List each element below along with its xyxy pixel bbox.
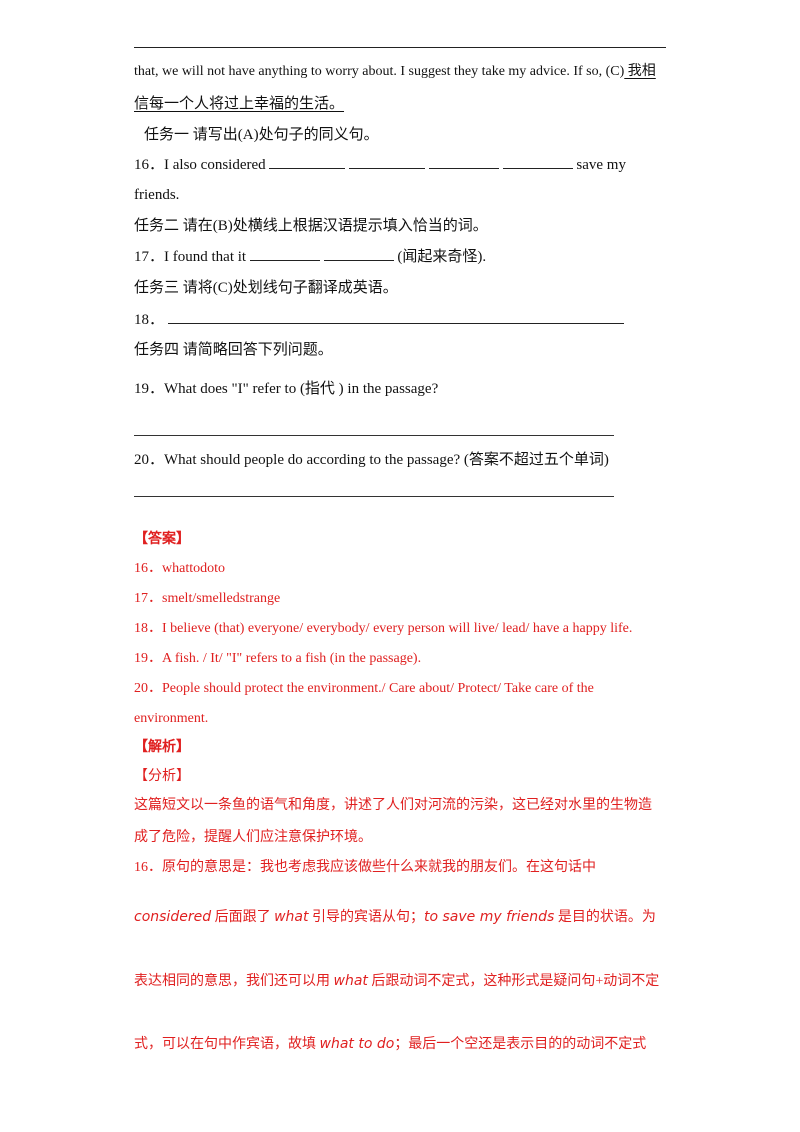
analysis-summary-2: 成了危险，提醒人们应注意保护环境。 [134,830,372,845]
analysis-text: 表达相同的意思，我们还可以用 [134,974,334,989]
underlined-sentence-c-cont: 信每一个人将过上幸福的生活。 [134,96,345,112]
answer-19: 19．A fish. / It/ "I" refers to a fish (i… [134,651,422,666]
answer-16: 16．whattodoto [134,561,225,576]
analysis-text: 引导的宾语从句； [308,910,424,925]
underlined-sentence-c: 我相 [624,64,656,79]
analysis-subheading: 【分析】 [134,769,190,784]
analysis-summary-1: 这篇短文以一条鱼的语气和角度，讲述了人们对河流的污染，这已经对水里的生物造 [134,798,652,813]
answer-17: 17．smelt/smelledstrange [134,591,281,606]
task-1-heading: 任务一 请写出(A)处句子的同义句。 [144,127,379,143]
q16-blank-1[interactable] [269,154,346,169]
answer-20-line-2: environment. [134,711,209,726]
analysis-16-line-1: 16．原句的意思是：我也考虑我应该做些什么来就我的朋友们。在这句话中 [134,860,596,875]
analysis-text: 式，可以在句中作宾语，故填 [134,1037,320,1052]
q16-prefix: 16．I also considered [134,157,266,173]
analysis-16-line-2: considered 后面跟了 what 引导的宾语从句；to save my … [134,907,656,928]
task-2-heading: 任务二 请在(B)处横线上根据汉语提示填入恰当的词。 [134,218,488,234]
q16-blank-2[interactable] [349,154,426,169]
passage-line-1: that, we will not have anything to worry… [134,62,656,82]
question-16-line-2: friends. [134,187,180,203]
question-19: 19．What does "I" refer to (指代 ) in the p… [134,381,439,397]
q17-suffix: (闻起来奇怪). [397,249,487,265]
term-what: what [333,973,368,989]
analysis-text: 后跟动词不定式，这种形式是疑问句+动词不定 [367,974,660,989]
term-what-to-do: what to do [319,1036,395,1052]
q18-prefix: 18． [134,312,165,328]
analysis-text: 后面跟了 [211,910,275,925]
term-considered: considered [134,909,212,925]
question-20: 20．What should people do according to th… [134,452,609,468]
analysis-16-line-3: 表达相同的意思，我们还可以用 what 后跟动词不定式，这种形式是疑问句+动词不… [134,971,659,992]
passage-line-2: 信每一个人将过上幸福的生活。 [134,94,344,114]
task-3-heading: 任务三 请将(C)处划线句子翻译成英语。 [134,280,398,296]
analysis-text: 是目的状语。为 [554,910,656,925]
header-rule [134,47,666,48]
q17-blank-2[interactable] [323,246,394,261]
analysis-heading: 【解析】 [134,740,190,755]
term-to-save-my-friends: to save my friends [423,909,555,925]
question-17: 17．I found that it (闻起来奇怪). [134,246,486,267]
q17-blank-1[interactable] [249,246,320,261]
question-16: 16．I also considered save my [134,154,626,175]
question-18: 18． [134,309,624,330]
q18-answer-line[interactable] [167,309,624,324]
q20-answer-line[interactable] [134,496,614,497]
analysis-16-line-4: 式，可以在句中作宾语，故填 what to do；最后一个空还是表示目的的动词不… [134,1034,646,1055]
answers-heading: 【答案】 [134,532,190,547]
q19-answer-line[interactable] [134,435,614,436]
task-4-heading: 任务四 请简略回答下列问题。 [134,342,333,358]
q16-suffix: save my [576,157,626,173]
q16-blank-4[interactable] [502,154,573,169]
analysis-text: ；最后一个空还是表示目的的动词不定式 [394,1037,647,1052]
q16-blank-3[interactable] [428,154,499,169]
answer-20: 20．People should protect the environment… [134,681,594,696]
passage-text: that, we will not have anything to worry… [134,64,625,79]
q17-prefix: 17．I found that it [134,249,247,265]
answer-18: 18．I believe (that) everyone/ everybody/… [134,621,633,636]
term-what: what [274,909,309,925]
